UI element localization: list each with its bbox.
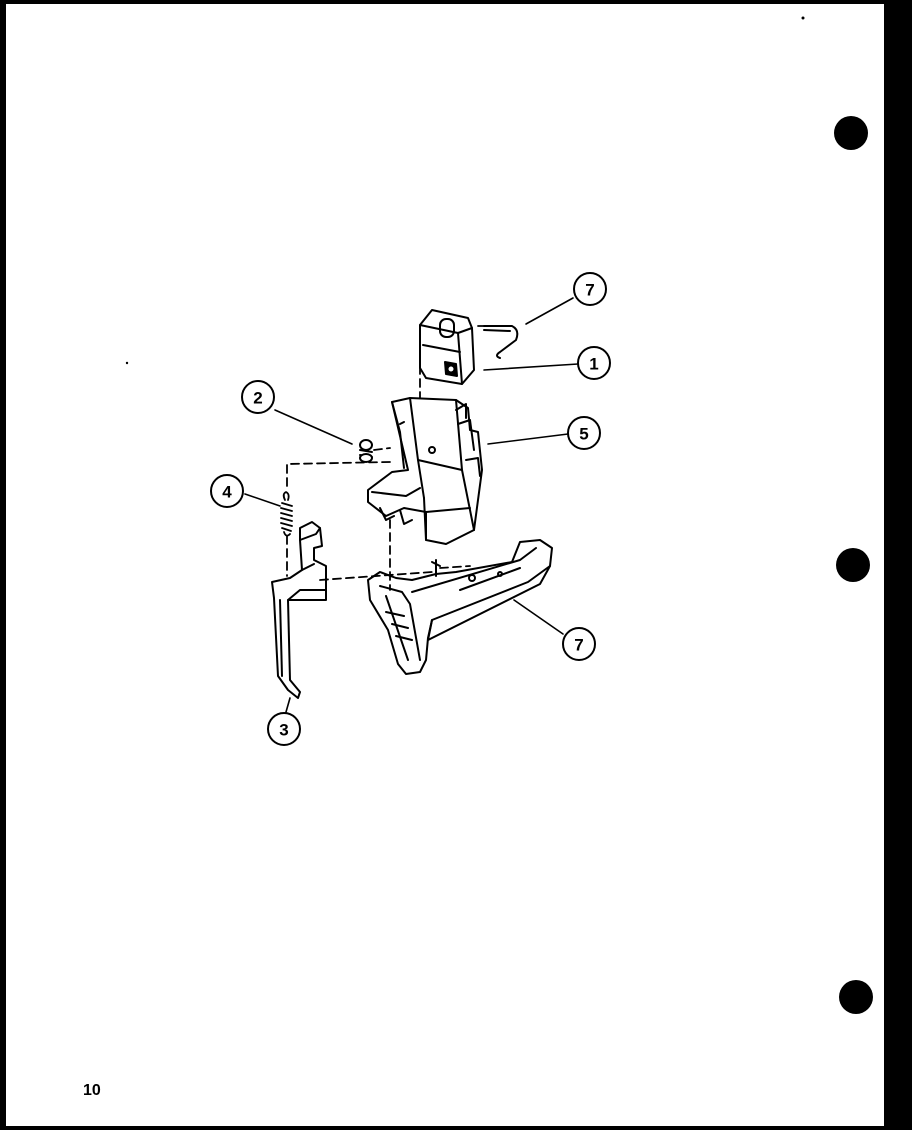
part-7-actuator-plate xyxy=(367,539,553,675)
callout-2: 2 xyxy=(241,380,275,414)
speck xyxy=(801,16,805,20)
callout-7: 7 xyxy=(562,627,596,661)
page-number: 10 xyxy=(83,1082,101,1099)
callout-5-label: 5 xyxy=(579,425,588,444)
part-6-wire-clip xyxy=(483,325,519,359)
right-edge xyxy=(884,0,912,1130)
speck xyxy=(125,361,129,365)
callout-6-label: 7 xyxy=(585,281,594,300)
part-3-lever-arm xyxy=(271,521,327,699)
assembly-dashed-lines xyxy=(286,325,493,591)
callout-2-label: 2 xyxy=(253,389,262,408)
punch-hole-middle xyxy=(836,548,870,582)
page-background xyxy=(6,4,886,1126)
punch-hole-bottom xyxy=(839,980,873,1014)
callout-4-label: 4 xyxy=(222,483,232,502)
part-4-spring xyxy=(280,491,293,537)
callout-7-label: 7 xyxy=(574,636,583,655)
callout-5: 5 xyxy=(567,416,601,450)
leader-lines xyxy=(244,297,579,713)
callout-1-label: 1 xyxy=(589,355,598,374)
exploded-parts-illustration xyxy=(244,297,579,713)
callout-4: 4 xyxy=(210,474,244,508)
callout-1: 1 xyxy=(577,346,611,380)
part-5-mounting-bracket xyxy=(367,397,483,545)
part-1-bracket-block xyxy=(419,309,475,385)
part-2-screw xyxy=(359,439,373,463)
punch-hole-top xyxy=(834,116,868,150)
callout-6: 7 xyxy=(573,272,607,306)
callout-3: 3 xyxy=(267,712,301,746)
callout-3-label: 3 xyxy=(279,721,288,740)
